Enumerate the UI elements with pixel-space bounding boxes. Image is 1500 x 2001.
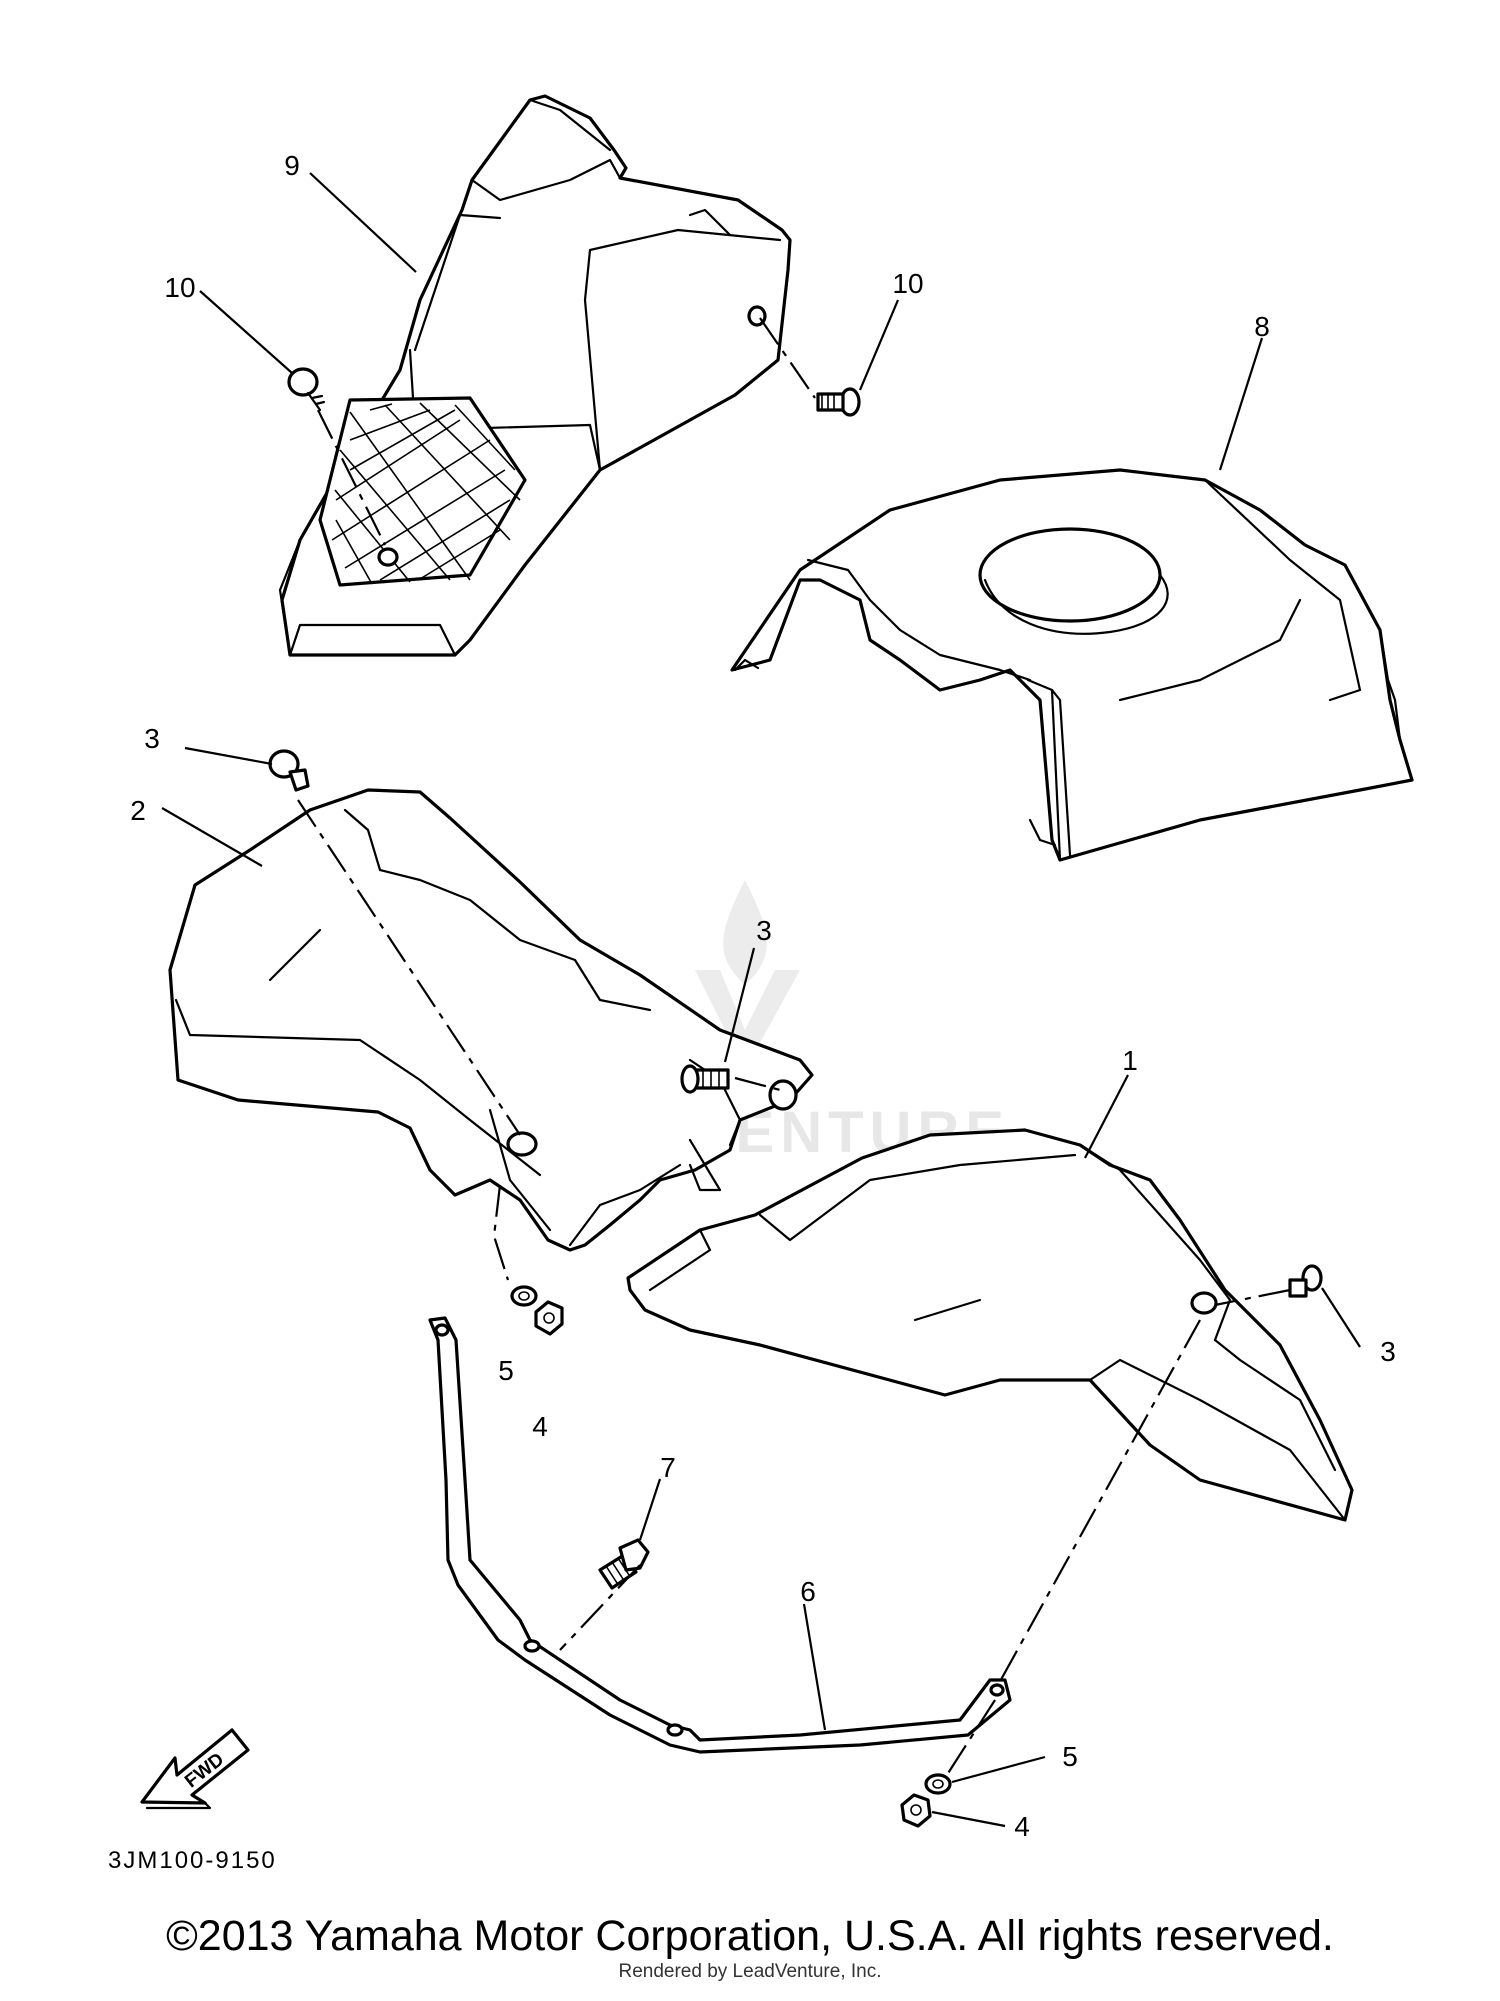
callout-3-top: 3 [144, 723, 160, 754]
callout-1: 1 [1122, 1045, 1138, 1076]
align-line-fender1-stay [997, 1319, 1201, 1686]
callout-4-right: 4 [1014, 1811, 1030, 1842]
washer-5-left [510, 1285, 538, 1307]
align-line-bolt10-right [759, 317, 816, 399]
diagram-code: 3JM100-9150 [108, 1847, 277, 1874]
part-6-stay [428, 1316, 1012, 1754]
nut-4-right [900, 1793, 932, 1828]
callout-10-right: 10 [892, 268, 923, 299]
part-9-front-panel [278, 94, 792, 657]
callout-4-left: 4 [532, 1411, 548, 1442]
align-line-screw3-right [1214, 1288, 1291, 1307]
bolt-10-left [287, 367, 326, 412]
bolt-7 [598, 1538, 650, 1590]
callout-5-right: 5 [1062, 1741, 1078, 1772]
callout-2: 2 [130, 795, 146, 826]
part-8-tank-cover [730, 468, 1414, 862]
align-line-screw3-fender2 [297, 799, 521, 1136]
callout-3-right: 3 [1380, 1336, 1396, 1367]
part-2-front-fender [168, 788, 814, 1252]
callout-6: 6 [800, 1576, 816, 1607]
callout-7: 7 [660, 1452, 676, 1483]
part-1-rear-fender [626, 1128, 1354, 1522]
callout-9: 9 [284, 150, 300, 181]
screw-3-top [268, 749, 310, 792]
align-line-bolt7-stay [559, 1564, 641, 1651]
align-line-stay-washer [944, 1699, 996, 1779]
align-line-screw3-center [734, 1076, 781, 1092]
callout-5-left: 5 [498, 1355, 514, 1386]
align-line-bolt10-panel [317, 409, 386, 546]
bolt-10-right [816, 387, 861, 417]
fwd-arrow-icon: FWD [140, 1728, 250, 1810]
nut-4-left [534, 1300, 564, 1336]
rendered-by-credit: Rendered by LeadVenture, Inc. [618, 1961, 882, 1982]
washer-5-right [924, 1773, 952, 1795]
callout-10-left: 10 [164, 272, 195, 303]
copyright-notice: ©2013 Yamaha Motor Corporation, U.S.A. A… [166, 1912, 1334, 1960]
callout-3-center: 3 [756, 915, 772, 946]
callout-8: 8 [1254, 311, 1270, 342]
leader-lines [161, 172, 1361, 1828]
align-line-fender2-washer [492, 1184, 510, 1281]
screw-3-center [680, 1064, 730, 1094]
screw-3-right [1288, 1264, 1323, 1298]
